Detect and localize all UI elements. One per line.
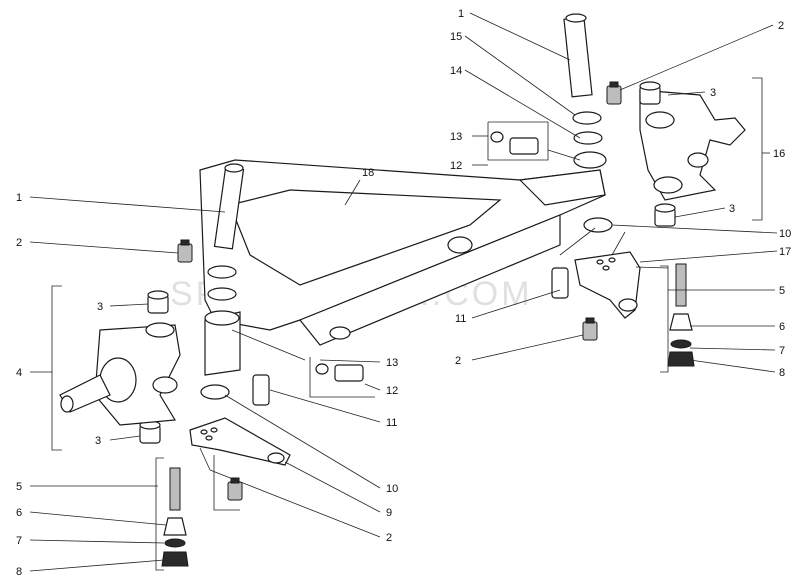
callout-17: 17 <box>779 246 791 258</box>
callout-7-left: 7 <box>16 535 22 547</box>
callout-12-right: 12 <box>450 160 462 172</box>
callout-labels: 1 15 14 13 12 2 3 16 3 10 17 11 5 6 7 8 … <box>16 8 791 578</box>
callout-11-right: 11 <box>455 313 466 325</box>
callout-13-right: 13 <box>450 131 462 143</box>
callout-16: 16 <box>773 148 785 160</box>
left-lever-grease-fitting <box>227 477 243 501</box>
left-grease-fitting <box>177 239 193 263</box>
callout-3-right-top: 3 <box>710 87 716 99</box>
left-washers <box>207 265 237 301</box>
right-washers <box>572 111 607 169</box>
callout-5-left: 5 <box>16 481 22 493</box>
callout-2-right-bottom: 2 <box>455 355 461 367</box>
leader-lines <box>29 12 778 572</box>
callout-13-middle: 13 <box>386 357 398 369</box>
callout-2-left: 2 <box>16 237 22 249</box>
callout-15: 15 <box>450 31 462 43</box>
callout-1-right: 1 <box>458 8 464 20</box>
callout-11-middle: 11 <box>386 417 397 429</box>
right-lever-group <box>551 217 641 319</box>
right-kingpin <box>563 13 593 98</box>
right-stud-assembly <box>667 263 695 367</box>
right-upper-bolt-group <box>490 131 539 155</box>
right-bushings <box>639 81 676 227</box>
left-kingpin <box>213 163 245 250</box>
callout-5-right: 5 <box>779 285 785 297</box>
callout-8-right: 8 <box>779 367 785 379</box>
right-steering-knuckle <box>639 89 746 201</box>
left-bushings <box>139 290 169 444</box>
callout-10-middle: 10 <box>386 483 398 495</box>
callout-7-right: 7 <box>779 345 785 357</box>
callout-3-left-top: 3 <box>97 301 103 313</box>
callout-3-right-bottom: 3 <box>729 203 735 215</box>
callout-2-right: 2 <box>778 20 784 32</box>
left-stud-assembly <box>161 467 189 567</box>
callout-8-left: 8 <box>16 566 22 578</box>
right-grease-fitting-top <box>606 81 622 105</box>
callout-12-middle: 12 <box>386 385 398 397</box>
right-lever-grease-fitting <box>582 317 598 341</box>
axle-beam <box>199 159 606 346</box>
callout-4: 4 <box>16 367 22 379</box>
callout-10-right: 10 <box>779 228 791 240</box>
callout-9: 9 <box>386 507 392 519</box>
left-steering-knuckle <box>59 322 181 426</box>
callout-6-left: 6 <box>16 507 22 519</box>
callout-2-middle: 2 <box>386 532 392 544</box>
callout-3-left-bottom: 3 <box>95 435 101 447</box>
callout-1-left: 1 <box>16 192 22 204</box>
callout-6-right: 6 <box>779 321 785 333</box>
callout-18: 18 <box>362 167 374 179</box>
callout-14: 14 <box>450 65 462 77</box>
left-beam-boss <box>204 310 241 376</box>
left-bolt-group <box>189 363 364 466</box>
